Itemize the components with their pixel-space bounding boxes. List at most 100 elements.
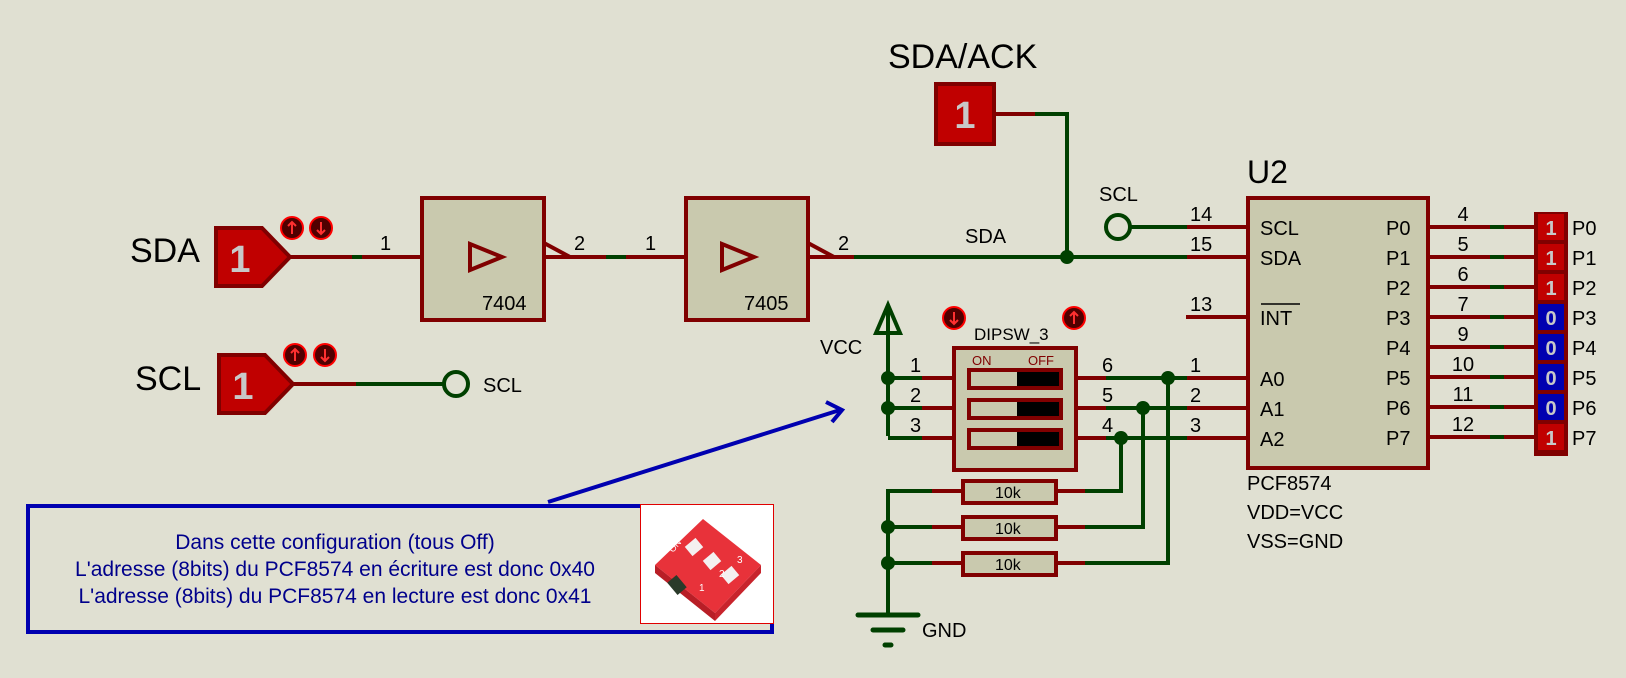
dipswitch: ON OFF xyxy=(952,346,1078,472)
chip-pin-name-sda: SDA xyxy=(1260,248,1302,270)
output-probe-state: 1 xyxy=(1545,248,1556,270)
junction-dot xyxy=(881,520,895,534)
note-line-3: L'adresse (8bits) du PCF8574 en lecture … xyxy=(78,584,592,608)
chip-pin-number: 2 xyxy=(1190,385,1201,407)
chip-pcf8574[interactable] xyxy=(1246,196,1430,470)
scl-net-terminal-2 xyxy=(1104,213,1132,241)
chip-pin-name-scl: SCL xyxy=(1260,218,1299,240)
scl-net-terminal-label: SCL xyxy=(483,375,522,397)
dipswitch-lever-1[interactable] xyxy=(967,368,1063,390)
chip-pin-name-p4: P4 xyxy=(1386,338,1410,360)
output-probe-p7 xyxy=(1538,424,1564,450)
resistor-value: 10k xyxy=(995,521,1022,538)
chip-pin-number: 3 xyxy=(1190,415,1201,437)
scl-toggle-down-icon[interactable] xyxy=(313,343,337,367)
gate-7405[interactable]: 7405 xyxy=(684,196,810,322)
scl-logic-input[interactable]: SCL 1 xyxy=(135,343,337,415)
buffer-triangle-icon xyxy=(720,241,760,273)
chip-power-label: VDD=VCC xyxy=(1247,502,1343,524)
output-probe-label: P4 xyxy=(1572,338,1596,360)
dipswitch-name: DIPSW_3 xyxy=(974,325,1049,344)
resistor[interactable]: 10k xyxy=(932,479,1085,505)
dipswitch-on-label: ON xyxy=(972,353,992,368)
chip-pin-number: 5 xyxy=(1457,234,1468,256)
chip-pin-name-a0: A0 xyxy=(1260,369,1284,391)
dipswitch-lever-3[interactable] xyxy=(967,428,1063,450)
wire xyxy=(1085,378,1170,565)
chip-pin-name-a1: A1 xyxy=(1260,399,1284,421)
note-text: Dans cette configuration (tous Off) L'ad… xyxy=(30,508,640,630)
annotation-arrow xyxy=(547,400,846,504)
photo-num: 1 xyxy=(699,583,705,594)
wire xyxy=(1085,408,1145,529)
sda-toggle-down-icon[interactable] xyxy=(309,216,333,240)
output-probe-label: P1 xyxy=(1572,248,1596,270)
chip-pin-number: 13 xyxy=(1190,294,1212,316)
annotation-note: Dans cette configuration (tous Off) L'ad… xyxy=(26,504,774,634)
vcc-power-symbol xyxy=(872,299,904,436)
note-line-1: Dans cette configuration (tous Off) xyxy=(175,530,495,554)
output-probe-state: 0 xyxy=(1545,308,1556,330)
sda-logic-input[interactable]: SDA 1 xyxy=(130,216,333,288)
output-probe-p2 xyxy=(1538,274,1564,300)
chip-pin-name-p7: P7 xyxy=(1386,428,1410,450)
open-collector-mark xyxy=(807,241,835,259)
resistor-value: 10k xyxy=(995,485,1022,502)
dipswitch-toggle-down-icon[interactable] xyxy=(942,306,966,330)
output-probe-state: 0 xyxy=(1545,338,1556,360)
buffer-triangle-icon xyxy=(468,241,508,273)
sda-input-terminal[interactable] xyxy=(214,226,293,288)
gate1-output-pin-number: 2 xyxy=(574,233,585,255)
chip-pin-number: 15 xyxy=(1190,234,1212,256)
chip-part-label: PCF8574 xyxy=(1247,473,1332,495)
wire xyxy=(1035,112,1069,257)
dipswitch-toggle-up-icon[interactable] xyxy=(1062,306,1086,330)
resistor[interactable]: 10k xyxy=(932,515,1085,541)
chip-pin-name-p1: P1 xyxy=(1386,248,1410,270)
photo-switch-knob xyxy=(720,565,740,585)
gate1-part-label: 7404 xyxy=(482,293,527,315)
sda-ack-label: SDA/ACK xyxy=(888,38,1038,76)
open-collector-mark xyxy=(543,241,571,259)
sda-toggle-up-icon[interactable] xyxy=(280,216,304,240)
dipswitch-off-label: OFF xyxy=(1028,353,1054,368)
chip-ref: U2 xyxy=(1247,154,1288,190)
output-probe-p5 xyxy=(1538,364,1564,390)
chip-ground-label: VSS=GND xyxy=(1247,531,1343,553)
chip-pin-number: 9 xyxy=(1457,324,1468,346)
scl-net-terminal-2-label: SCL xyxy=(1099,184,1138,206)
sda-ack-logic-probe[interactable]: SDA/ACK 1 xyxy=(888,38,1038,146)
scl-input-terminal[interactable] xyxy=(217,353,296,415)
vcc-label: VCC xyxy=(820,337,862,359)
dip-right-pin-number: 4 xyxy=(1102,415,1113,437)
chip-pin-number: 12 xyxy=(1452,414,1474,436)
output-probe-state: 1 xyxy=(1545,428,1556,450)
dip-left-pin-number: 3 xyxy=(910,415,921,437)
output-probe-p3 xyxy=(1538,304,1564,330)
gate-7404[interactable]: 7404 xyxy=(420,196,546,322)
photo-switch-knob xyxy=(702,551,722,571)
gate2-output-pin-number: 2 xyxy=(838,233,849,255)
resistor[interactable]: 10k xyxy=(932,551,1085,577)
dip-left-pin-number: 2 xyxy=(910,385,921,407)
output-probe-label: P3 xyxy=(1572,308,1596,330)
scl-toggle-up-icon[interactable] xyxy=(283,343,307,367)
dipswitch-lever-2[interactable] xyxy=(967,398,1063,420)
scl-input-label: SCL xyxy=(135,360,201,398)
photo-num: 2 xyxy=(719,569,725,580)
gate1-input-pin-number: 1 xyxy=(380,233,391,255)
dip-right-pin-number: 5 xyxy=(1102,385,1113,407)
scl-input-state: 1 xyxy=(232,366,253,408)
output-probe-label: P6 xyxy=(1572,398,1596,420)
chip-pin-number: 1 xyxy=(1190,355,1201,377)
output-probe-state: 1 xyxy=(1545,278,1556,300)
chip-pin-name-p0: P0 xyxy=(1386,218,1410,240)
dip-switch-photo-illustration: ON 1 2 3 xyxy=(655,519,761,621)
wire xyxy=(886,489,932,615)
chip-pin-name-p6: P6 xyxy=(1386,398,1410,420)
chip-pin-name-int: INT xyxy=(1260,308,1292,330)
output-probe-p1 xyxy=(1538,244,1564,270)
